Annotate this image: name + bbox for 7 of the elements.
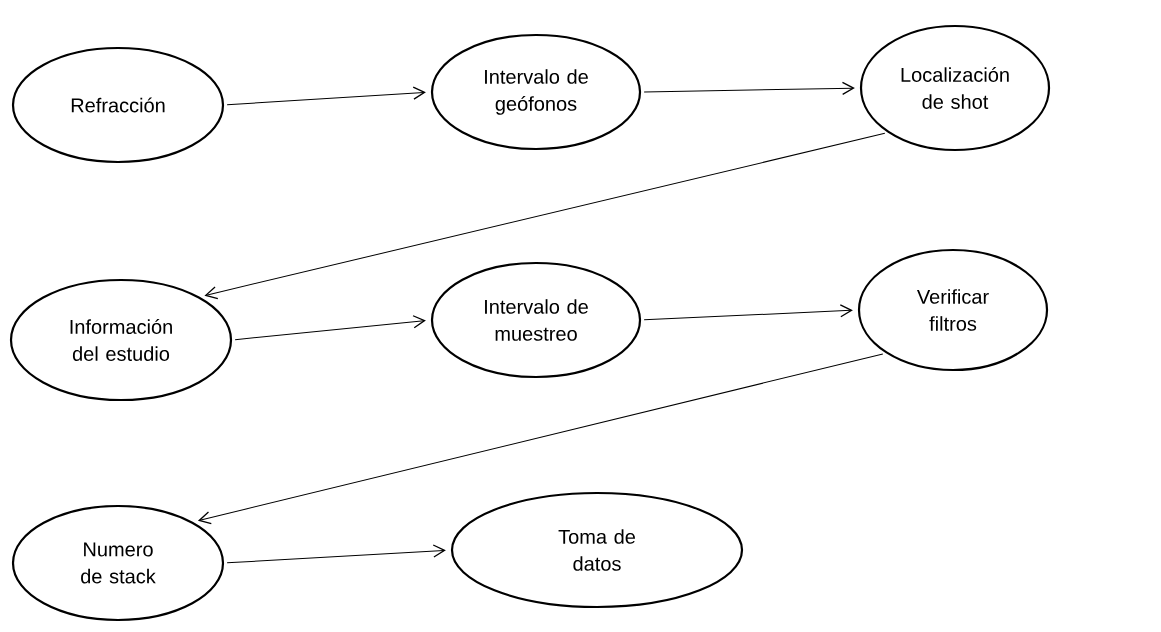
arrow (643, 304, 853, 321)
arrow (197, 353, 884, 525)
arrow (226, 544, 446, 564)
arrow (643, 81, 855, 95)
arrow (226, 86, 426, 106)
arrow (204, 132, 886, 300)
arrow (234, 315, 426, 341)
